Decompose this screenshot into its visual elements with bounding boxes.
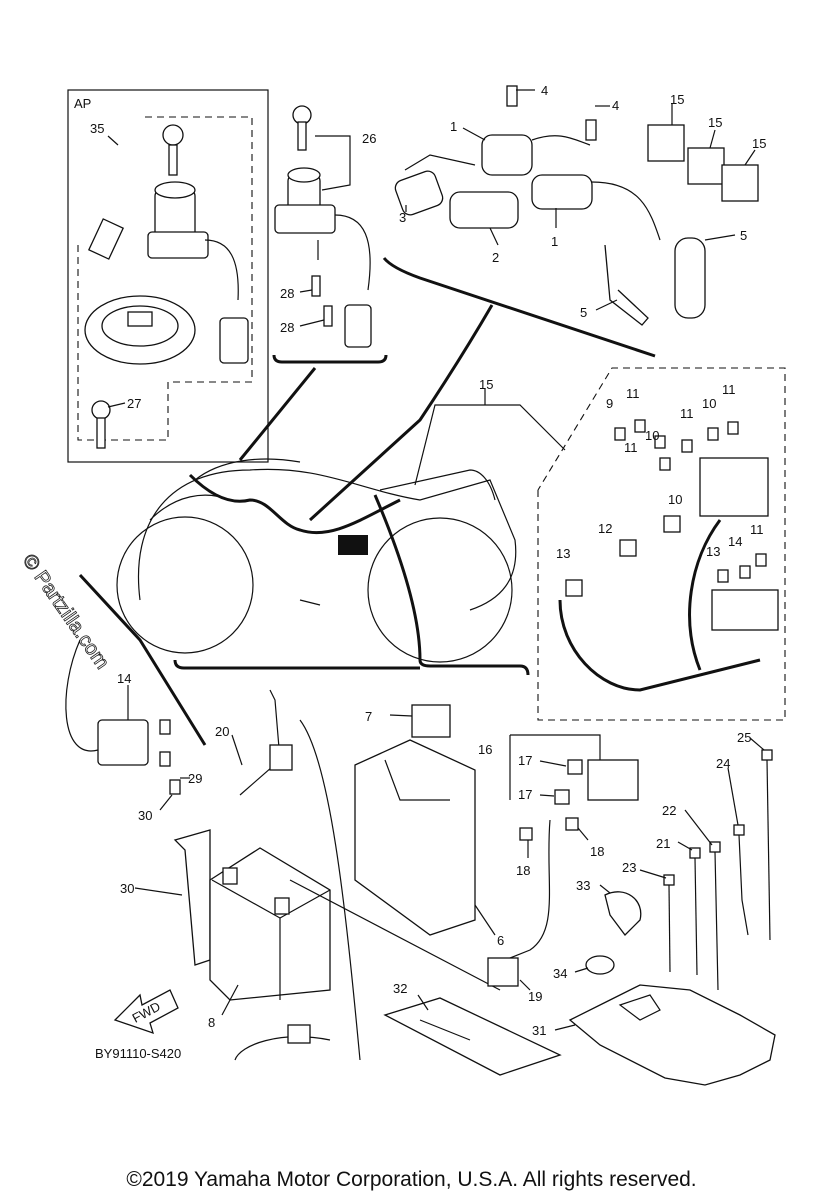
motorcycle-outline	[78, 304, 530, 746]
callout-30: 30	[138, 808, 152, 823]
callout-10: 11	[680, 406, 694, 421]
callout-14: 11	[750, 522, 764, 537]
callout-18: 18	[516, 863, 530, 878]
ap-label: AP	[74, 96, 91, 111]
wire-harness-group: 15 9 11 10 11 10 11 11 10 12 13 13 14 11	[414, 367, 786, 721]
callout-24: 24	[716, 756, 730, 771]
callout-11: 11	[722, 382, 736, 397]
key-icon	[162, 124, 184, 176]
callout-15: 15	[708, 115, 722, 130]
callout-20: 20	[215, 724, 229, 739]
callout-1: 1	[551, 234, 558, 249]
callout-30: 29	[188, 771, 202, 786]
callout-25: 25	[737, 730, 751, 745]
callout-15: 7	[365, 709, 372, 724]
callout-2: 2	[492, 250, 499, 265]
callout-4: 4	[541, 83, 548, 98]
ignition-switch-group: 26 28 28	[272, 105, 388, 364]
fuel-cap-icon	[84, 295, 196, 365]
callout-28: 28	[280, 320, 294, 335]
callout-35: 35	[90, 121, 104, 136]
main-switch-icon	[147, 181, 249, 364]
callout-15: 15	[752, 136, 766, 151]
starter-relay-group: 14 29 30	[65, 639, 202, 823]
diagram-code: BY91110-S420	[95, 1046, 181, 1061]
callout-13: 12	[598, 521, 612, 536]
callout-21: 21	[656, 836, 670, 851]
ap-inset-box: AP 27 35	[67, 89, 269, 463]
parts-diagram: AP 27 35	[18, 83, 786, 1086]
callout-9: 15	[479, 377, 493, 392]
forward-arrow-icon	[113, 989, 179, 1035]
connector-icon	[87, 218, 125, 260]
callout-17: 17	[518, 753, 532, 768]
callout-14: 13	[706, 544, 720, 559]
callout-11: 10	[702, 396, 716, 411]
copyright-notice: ©2019 Yamaha Motor Corporation, U.S.A. A…	[126, 1168, 697, 1191]
callout-15: 15	[670, 92, 684, 107]
callout-23: 23	[622, 860, 636, 875]
callout-33: 33	[576, 878, 590, 893]
ignition-coils-group: 4 4 1 3 2 1 5 5	[382, 83, 747, 358]
callout-27: 27	[127, 396, 141, 411]
relay-assembly-group: 7 16 17 17 18 18 19	[365, 704, 639, 1004]
callout-18: 18	[590, 844, 604, 859]
callout-22: 22	[662, 803, 676, 818]
callout-6: 8	[208, 1015, 215, 1030]
callout-17: 17	[518, 787, 532, 802]
callout-29: 14	[117, 671, 131, 686]
callout-31: 31	[532, 1023, 546, 1038]
key-icon	[91, 400, 111, 449]
callout-12: 10	[668, 492, 682, 507]
callout-34: 34	[553, 966, 567, 981]
callout-3: 3	[399, 210, 406, 225]
callout-1: 1	[450, 119, 457, 134]
callout-11: 10	[645, 428, 659, 443]
callout-7: 6	[497, 933, 504, 948]
plates-group: 32 31	[383, 981, 776, 1086]
cable-ties-group: 25 24 22 21 23 33 34	[553, 730, 773, 991]
callout-10: 11	[624, 440, 638, 455]
callout-5: 5	[740, 228, 747, 243]
callout-4: 4	[612, 98, 619, 113]
callout-19: 19	[528, 989, 542, 1004]
callout-5: 5	[580, 305, 587, 320]
callout-8: 30	[120, 881, 134, 896]
callout-26: 26	[362, 131, 376, 146]
callout-32: 32	[393, 981, 407, 996]
battery-group: 20 30 8 6 FWD BY91110-S420	[95, 689, 504, 1061]
relays-group: 15 15 15	[647, 92, 766, 202]
callout-10: 11	[626, 386, 640, 401]
callout-16: 16	[478, 742, 492, 757]
callout-11: 14	[728, 534, 742, 549]
callout-11: 9	[606, 396, 613, 411]
callout-28: 28	[280, 286, 294, 301]
callout-13: 13	[556, 546, 570, 561]
watermark: © Partzilla.com	[18, 550, 113, 673]
